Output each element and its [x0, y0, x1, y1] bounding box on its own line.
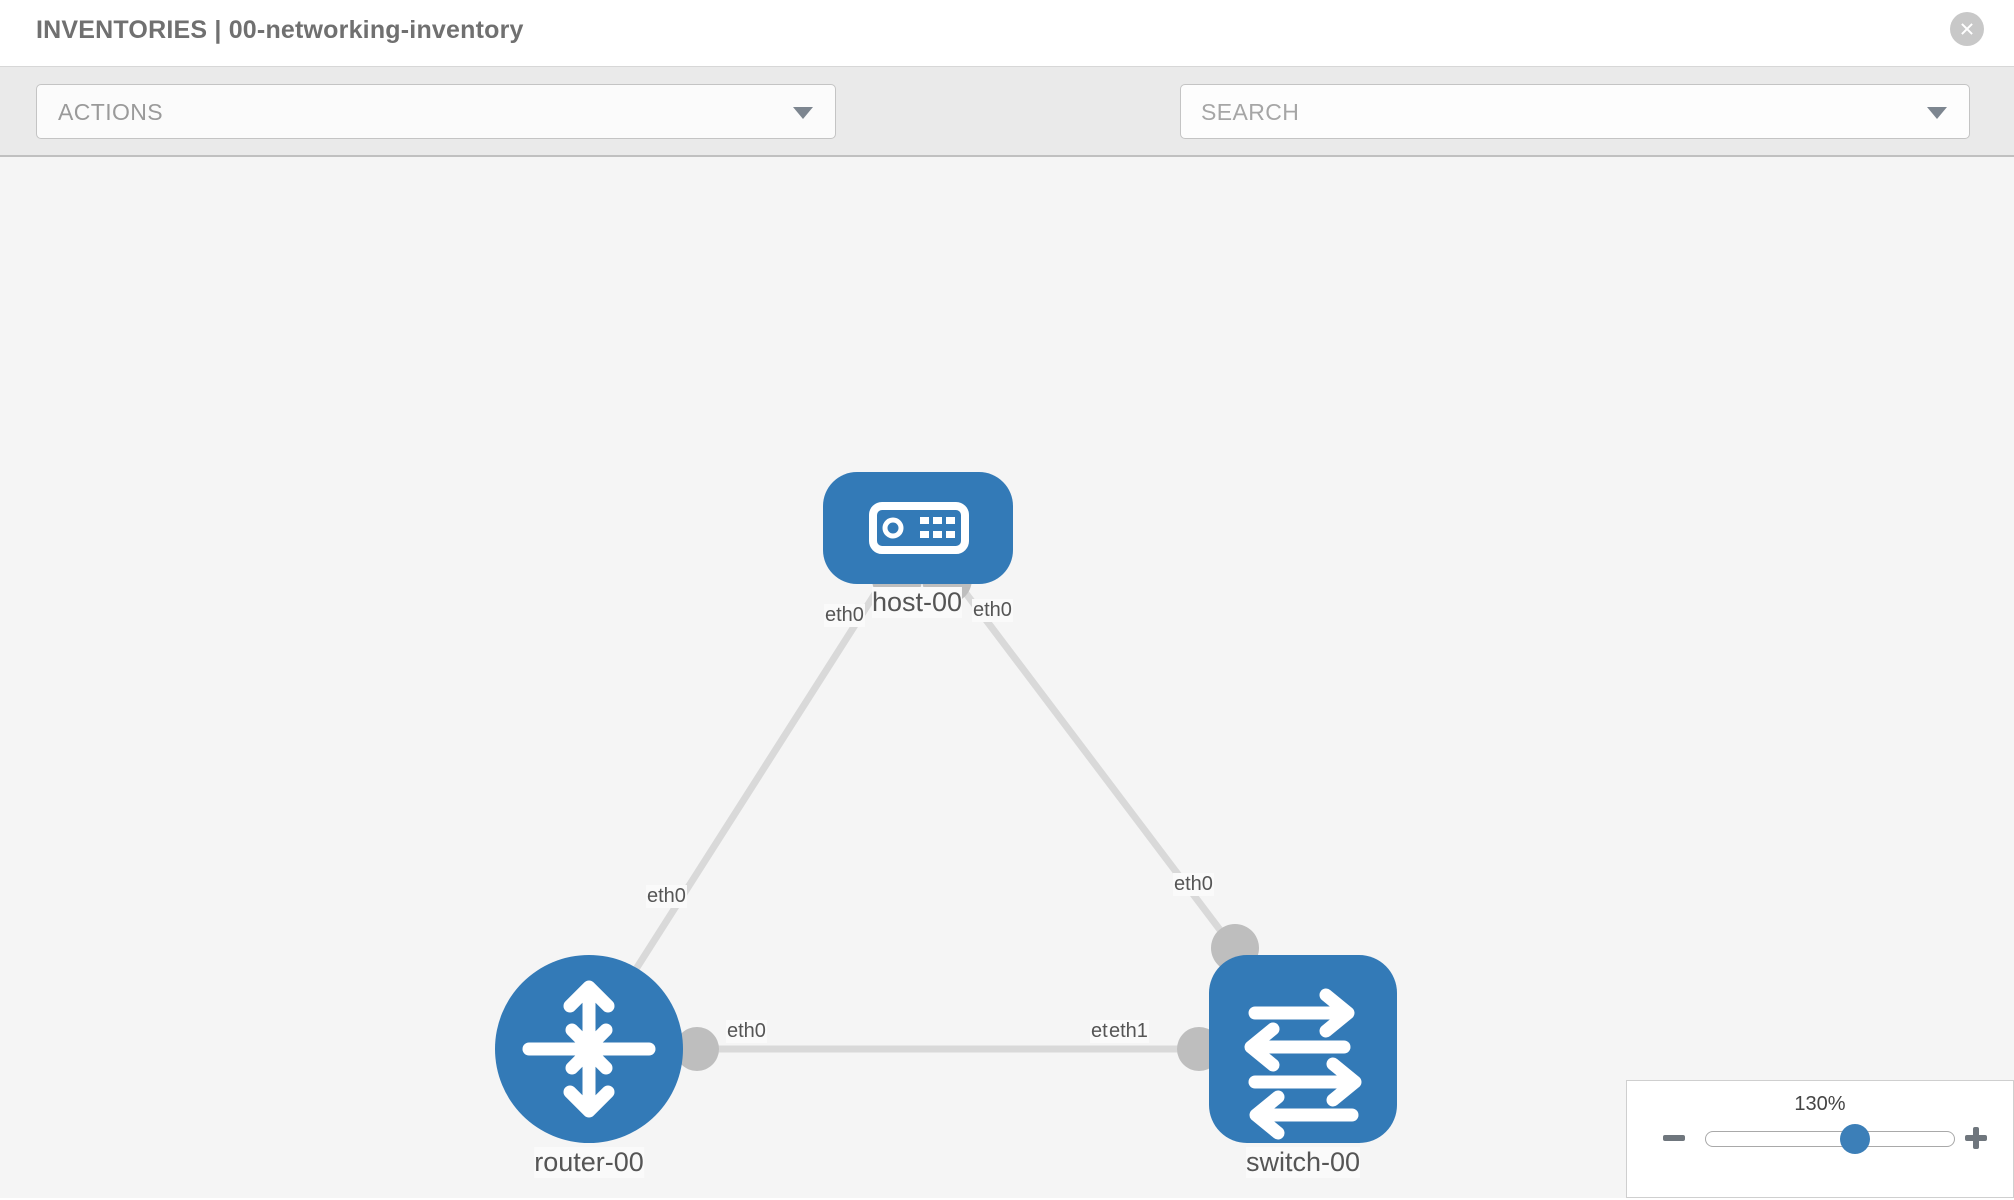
connector-router-right[interactable]: [675, 1027, 719, 1071]
zoom-percent-label: 130%: [1794, 1093, 1846, 1115]
iface-label-router-right: eth0: [726, 1020, 767, 1043]
zoom-slider-track[interactable]: [1705, 1124, 1955, 1154]
chevron-down-icon[interactable]: [1927, 106, 1947, 119]
node-router-00[interactable]: [495, 955, 683, 1143]
link-host-switch[interactable]: [943, 564, 1251, 970]
iface-label-router-up: eth0: [646, 885, 687, 908]
plus-icon: [1961, 1123, 1991, 1153]
router-arrows-icon: [522, 980, 656, 1118]
iface-label-host-left: eth0: [824, 604, 865, 627]
node-switch-00[interactable]: [1209, 955, 1397, 1143]
actions-dropdown-label: ACTIONS: [58, 99, 164, 125]
minus-icon: [1659, 1123, 1689, 1153]
page-title: INVENTORIES | 00-networking-inventory: [36, 16, 524, 44]
node-label-switch-00: switch-00: [1245, 1147, 1361, 1178]
iface-label-host-right: eth0: [972, 599, 1013, 622]
node-label-host-00: host-00: [871, 587, 963, 618]
node-host-00[interactable]: [823, 472, 1013, 584]
zoom-out-button[interactable]: [1659, 1123, 1689, 1153]
server-device-icon: [869, 502, 969, 554]
actions-dropdown[interactable]: ACTIONS: [36, 84, 836, 139]
iface-label-switch-left: eth1: [1108, 1020, 1149, 1043]
iface-label-switch-up: eth0: [1173, 873, 1214, 896]
topology-canvas[interactable]: eth0 eth0 eth0 eth0 eth0 eth0 eth1 host-…: [0, 157, 2014, 1198]
close-button[interactable]: [1950, 12, 1984, 46]
zoom-slider-thumb[interactable]: [1839, 1124, 1870, 1154]
close-icon: [1957, 19, 1977, 39]
page-header: INVENTORIES | 00-networking-inventory: [0, 0, 2014, 67]
topology-graph: [495, 472, 1397, 1143]
link-host-router[interactable]: [612, 565, 895, 1004]
node-label-router-00: router-00: [534, 1147, 644, 1178]
search-input[interactable]: SEARCH: [1180, 84, 1970, 139]
zoom-control-panel: 130%: [1626, 1080, 2014, 1198]
zoom-in-button[interactable]: [1961, 1123, 1991, 1153]
search-placeholder: SEARCH: [1201, 99, 1300, 125]
switch-arrows-icon: [1244, 988, 1362, 1140]
chevron-down-icon: [793, 106, 813, 119]
toolbar: ACTIONS SEARCH: [0, 67, 2014, 195]
